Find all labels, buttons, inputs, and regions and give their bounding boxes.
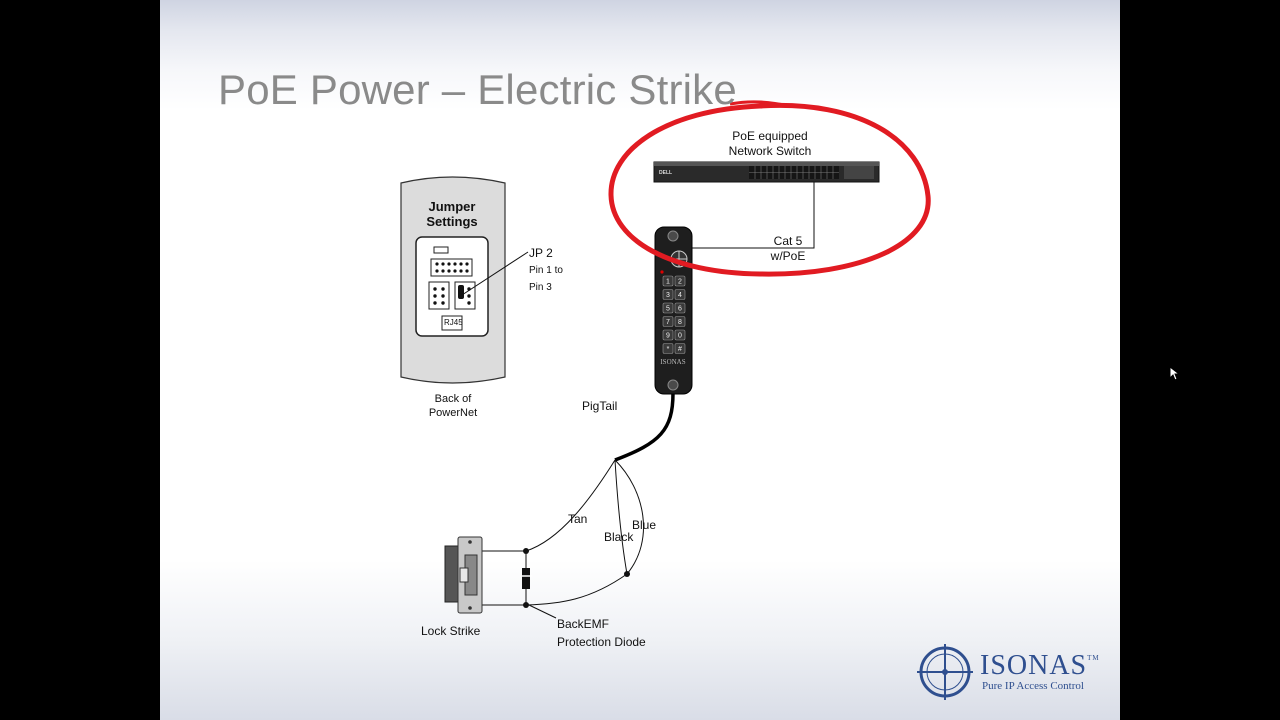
keypad-key xyxy=(662,316,674,327)
jumper-settings-line-2: Settings xyxy=(426,214,478,229)
keypad-key xyxy=(674,302,686,314)
blue-wire-label: Blue xyxy=(632,518,657,532)
wiring-diagram: DELL 1 2 3 4 5 6 7 8 9 0 * # ISONAS xyxy=(400,100,973,700)
black-wire-label: Black xyxy=(604,530,634,544)
jp2-label: JP 2 xyxy=(529,246,553,260)
slide: DELL 1 2 3 4 5 6 7 8 9 0 * # ISONAS xyxy=(160,0,1120,720)
cat5-cable xyxy=(691,182,815,249)
logo-name: ISONAS xyxy=(980,650,1088,681)
backemf-diode xyxy=(520,568,532,589)
back-of-line-1: Back of xyxy=(434,393,472,405)
logo-trademark: TM xyxy=(1087,654,1100,662)
keypad-key-label: 7 xyxy=(666,319,670,326)
powernet-panel xyxy=(400,176,529,384)
keypad-key xyxy=(674,343,686,354)
slide-title: PoE Power – Electric Strike xyxy=(218,66,737,113)
keypad-key xyxy=(662,275,674,287)
network-switch: DELL xyxy=(653,161,880,183)
keypad-key-label: 5 xyxy=(666,306,670,313)
back-of-line-2: PowerNet xyxy=(428,407,478,419)
pin1-label: Pin 1 to xyxy=(529,265,563,276)
pigtail-cable xyxy=(614,392,675,462)
jumper-settings-line-1: Jumper xyxy=(428,199,476,214)
logo-tagline: Pure IP Access Control xyxy=(982,680,1084,692)
back-of-powernet-label: Back of PowerNet xyxy=(413,392,493,420)
isonas-reader: 1 2 3 4 5 6 7 8 9 0 * # ISONAS xyxy=(654,226,693,395)
tan-wire-label: Tan xyxy=(568,512,588,526)
switch-brand-label: DELL xyxy=(659,170,672,176)
cat5-label-line-1: Cat 5 xyxy=(773,234,803,248)
keypad-key xyxy=(662,289,674,300)
keypad-key-label: 6 xyxy=(678,306,682,313)
mouse-cursor-icon xyxy=(1169,366,1179,381)
keypad-key-label: 4 xyxy=(678,292,682,299)
diode-label: BackEMF Protection Diode xyxy=(557,615,646,651)
keypad-key-label: 0 xyxy=(678,333,682,340)
wire-junctions xyxy=(523,548,630,608)
keypad-key xyxy=(662,302,674,314)
keypad-key xyxy=(674,316,686,327)
pin3-label: Pin 3 xyxy=(529,282,552,293)
keypad-key-label: 8 xyxy=(678,319,682,326)
lock-strike xyxy=(444,536,483,614)
keypad-key-label: 1 xyxy=(666,279,670,286)
keypad-key-label: # xyxy=(678,346,682,353)
cat5-label-line-2: w/PoE xyxy=(770,249,806,263)
isonas-logo-icon xyxy=(917,644,973,700)
rj45-label: RJ45 xyxy=(444,318,463,327)
reader-keypad: 1 2 3 4 5 6 7 8 9 0 * # xyxy=(662,275,686,354)
keypad-key xyxy=(674,329,686,341)
switch-label-line-1: PoE equipped xyxy=(732,129,808,143)
keypad-key xyxy=(662,329,674,341)
jumper-settings-label: Jumper Settings xyxy=(412,199,492,229)
diode-label-line-1: BackEMF xyxy=(557,617,610,631)
pigtail-label: PigTail xyxy=(582,399,618,413)
highlight-circle xyxy=(608,100,931,277)
keypad-key-label: 3 xyxy=(666,292,670,299)
keypad-key-label: 9 xyxy=(666,333,670,340)
diode-label-line-2: Protection Diode xyxy=(557,635,646,649)
lock-strike-label: Lock Strike xyxy=(421,624,481,638)
isonas-logo-text: ISONASTM xyxy=(980,650,1100,682)
switch-label-line-2: Network Switch xyxy=(728,144,812,158)
keypad-key xyxy=(674,289,686,300)
cat5-label: Cat 5 w/PoE xyxy=(763,234,813,264)
network-switch-label: PoE equipped Network Switch xyxy=(715,129,825,159)
keypad-key-label: * xyxy=(667,346,670,353)
keypad-key-label: 2 xyxy=(678,279,682,286)
reader-brand-label: ISONAS xyxy=(660,358,685,366)
keypad-key xyxy=(674,275,686,287)
keypad-key xyxy=(662,343,674,354)
